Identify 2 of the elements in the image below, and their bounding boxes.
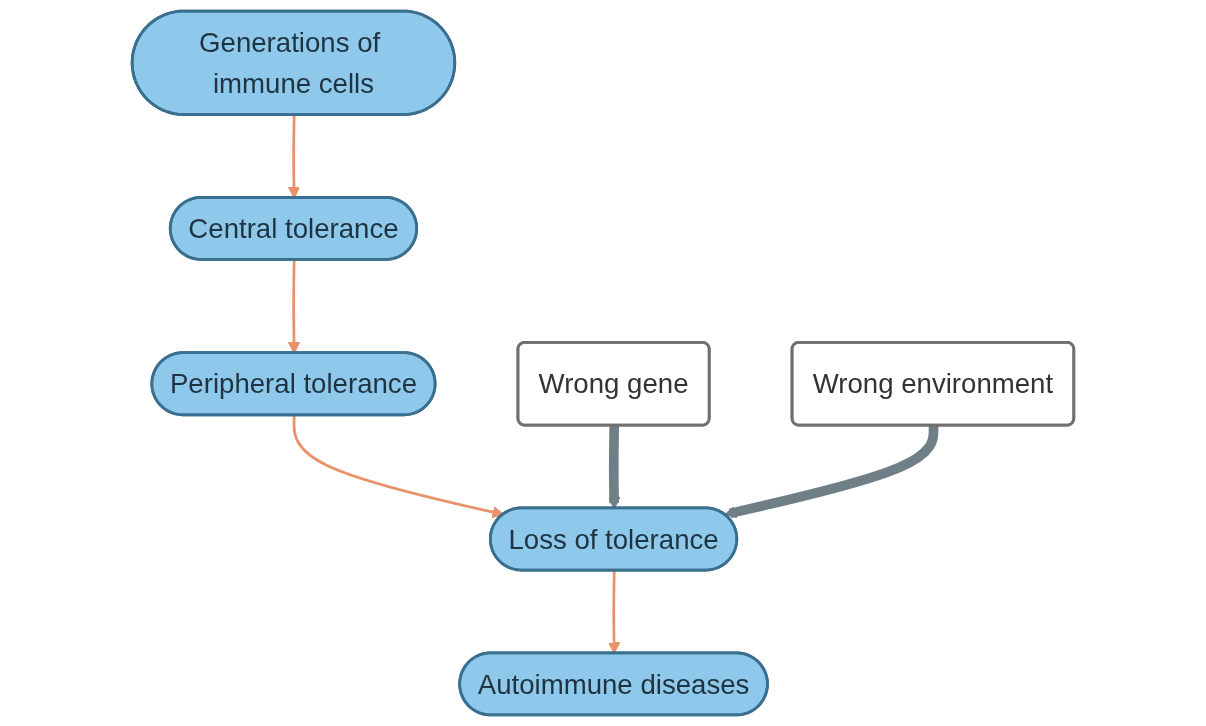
- arrow: [724, 425, 939, 519]
- arrow: [292, 415, 505, 519]
